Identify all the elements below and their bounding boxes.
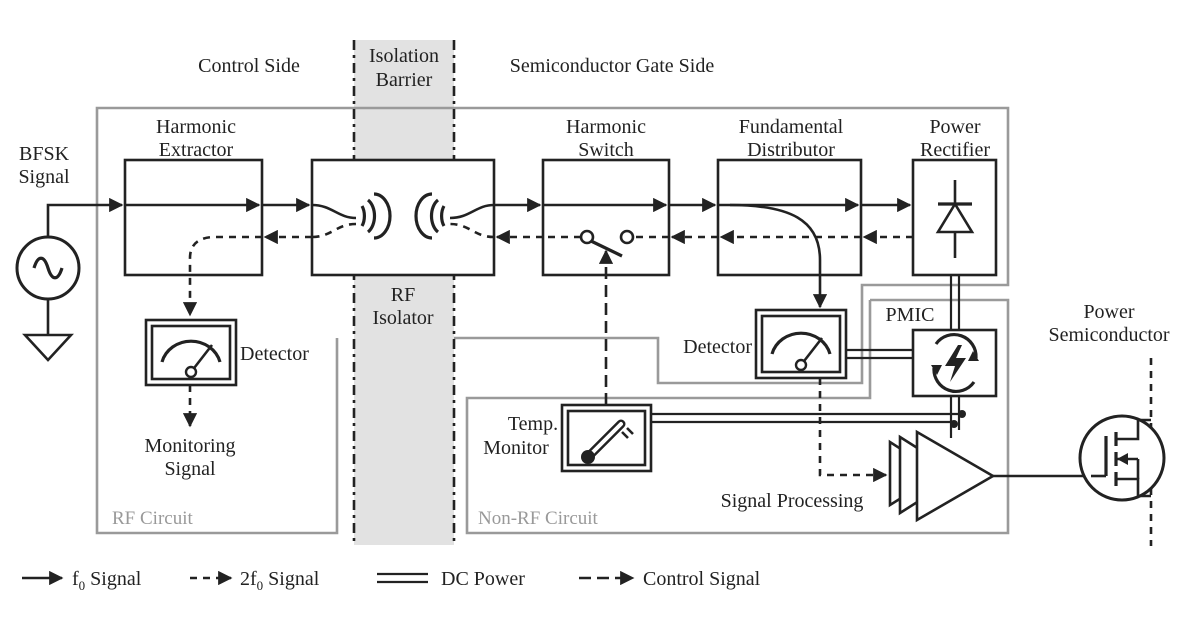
dc-temp-bus (651, 412, 962, 424)
harmonic-switch-label: Harmonic (566, 116, 646, 138)
2f0-isolator-right (449, 222, 495, 239)
isolation-barrier-band (354, 40, 454, 545)
coupler-right-icon (414, 192, 446, 240)
harmonic-switch-label-2: Switch (578, 139, 634, 161)
mosfet-icon (1078, 358, 1166, 546)
switch-icon (579, 229, 635, 258)
power-rectifier-label: Power (929, 116, 980, 138)
non-rf-circuit-border (465, 298, 1010, 535)
bfsk-label-2: Signal (18, 166, 70, 188)
rf-isolator-label-2: Isolator (372, 307, 433, 329)
detector-to-signal-processing (818, 378, 888, 483)
legend: f0 Signal 2f0 Signal DC Power Control Si… (22, 568, 761, 593)
legend-control-text: Control Signal (643, 568, 761, 590)
rf-circuit-label: RF Circuit (112, 508, 193, 529)
signal-processing-label: Signal Processing (721, 490, 864, 512)
temp-monitor-label-2: Monitor (483, 437, 549, 459)
coupler-left-icon (360, 192, 392, 240)
f0-distributor-branch (729, 203, 828, 309)
isolation-barrier-label: Isolation (369, 45, 439, 67)
fundamental-distributor-label: Fundamental (739, 116, 844, 138)
isolation-barrier-label-2: Barrier (376, 69, 433, 91)
detector-right-label: Detector (683, 336, 752, 358)
fundamental-distributor-box (716, 158, 863, 277)
dc-rectifier-to-pmic (949, 275, 961, 330)
f0-isolator-right (449, 203, 495, 220)
detector-right-icon (754, 308, 848, 380)
monitoring-label: Monitoring (144, 435, 235, 457)
pmic-label: PMIC (886, 304, 935, 326)
rf-circuit-border (95, 106, 1010, 535)
legend-f0-text: f0 Signal (72, 568, 142, 593)
monitoring-label-2: Signal (164, 458, 216, 480)
rf-isolator-box (310, 158, 496, 277)
2f0-extractor-to-detector (182, 235, 262, 317)
power-semi-label: Power (1083, 301, 1134, 323)
thermometer-icon (560, 403, 653, 473)
power-rectifier-label-2: Rectifier (920, 139, 990, 161)
dc-pmic-down (949, 396, 966, 438)
2f0-isolator-left (311, 222, 357, 239)
legend-dc-text: DC Power (441, 568, 525, 590)
fundamental-distributor-label-2: Distributor (747, 139, 835, 161)
rf-isolator-label: RF (391, 284, 415, 306)
detector-left-icon (144, 318, 238, 387)
harmonic-extractor-box (123, 158, 264, 277)
legend-2f0-text: 2f0 Signal (240, 568, 320, 593)
power-semi-label-2: Semiconductor (1048, 324, 1169, 346)
detector-left-label: Detector (240, 343, 309, 365)
legend-dc-line (377, 572, 428, 584)
bfsk-label: BFSK (19, 143, 70, 165)
harmonic-extractor-label: Harmonic (156, 116, 236, 138)
pmic-icon (931, 333, 979, 393)
ground-icon (22, 333, 74, 362)
non-rf-circuit-label: Non-RF Circuit (478, 508, 599, 529)
f0-source-to-extractor (46, 197, 124, 237)
ac-source-wave (32, 256, 64, 280)
diode-icon (935, 180, 975, 258)
amplifier-icon (888, 429, 996, 523)
gate-side-label: Semiconductor Gate Side (510, 55, 715, 77)
f0-isolator-left (311, 203, 357, 220)
harmonic-extractor-label-2: Extractor (159, 139, 234, 161)
dc-pmic-to-detector (846, 348, 913, 360)
control-side-label: Control Side (198, 55, 300, 77)
temp-monitor-label: Temp. (508, 413, 558, 435)
